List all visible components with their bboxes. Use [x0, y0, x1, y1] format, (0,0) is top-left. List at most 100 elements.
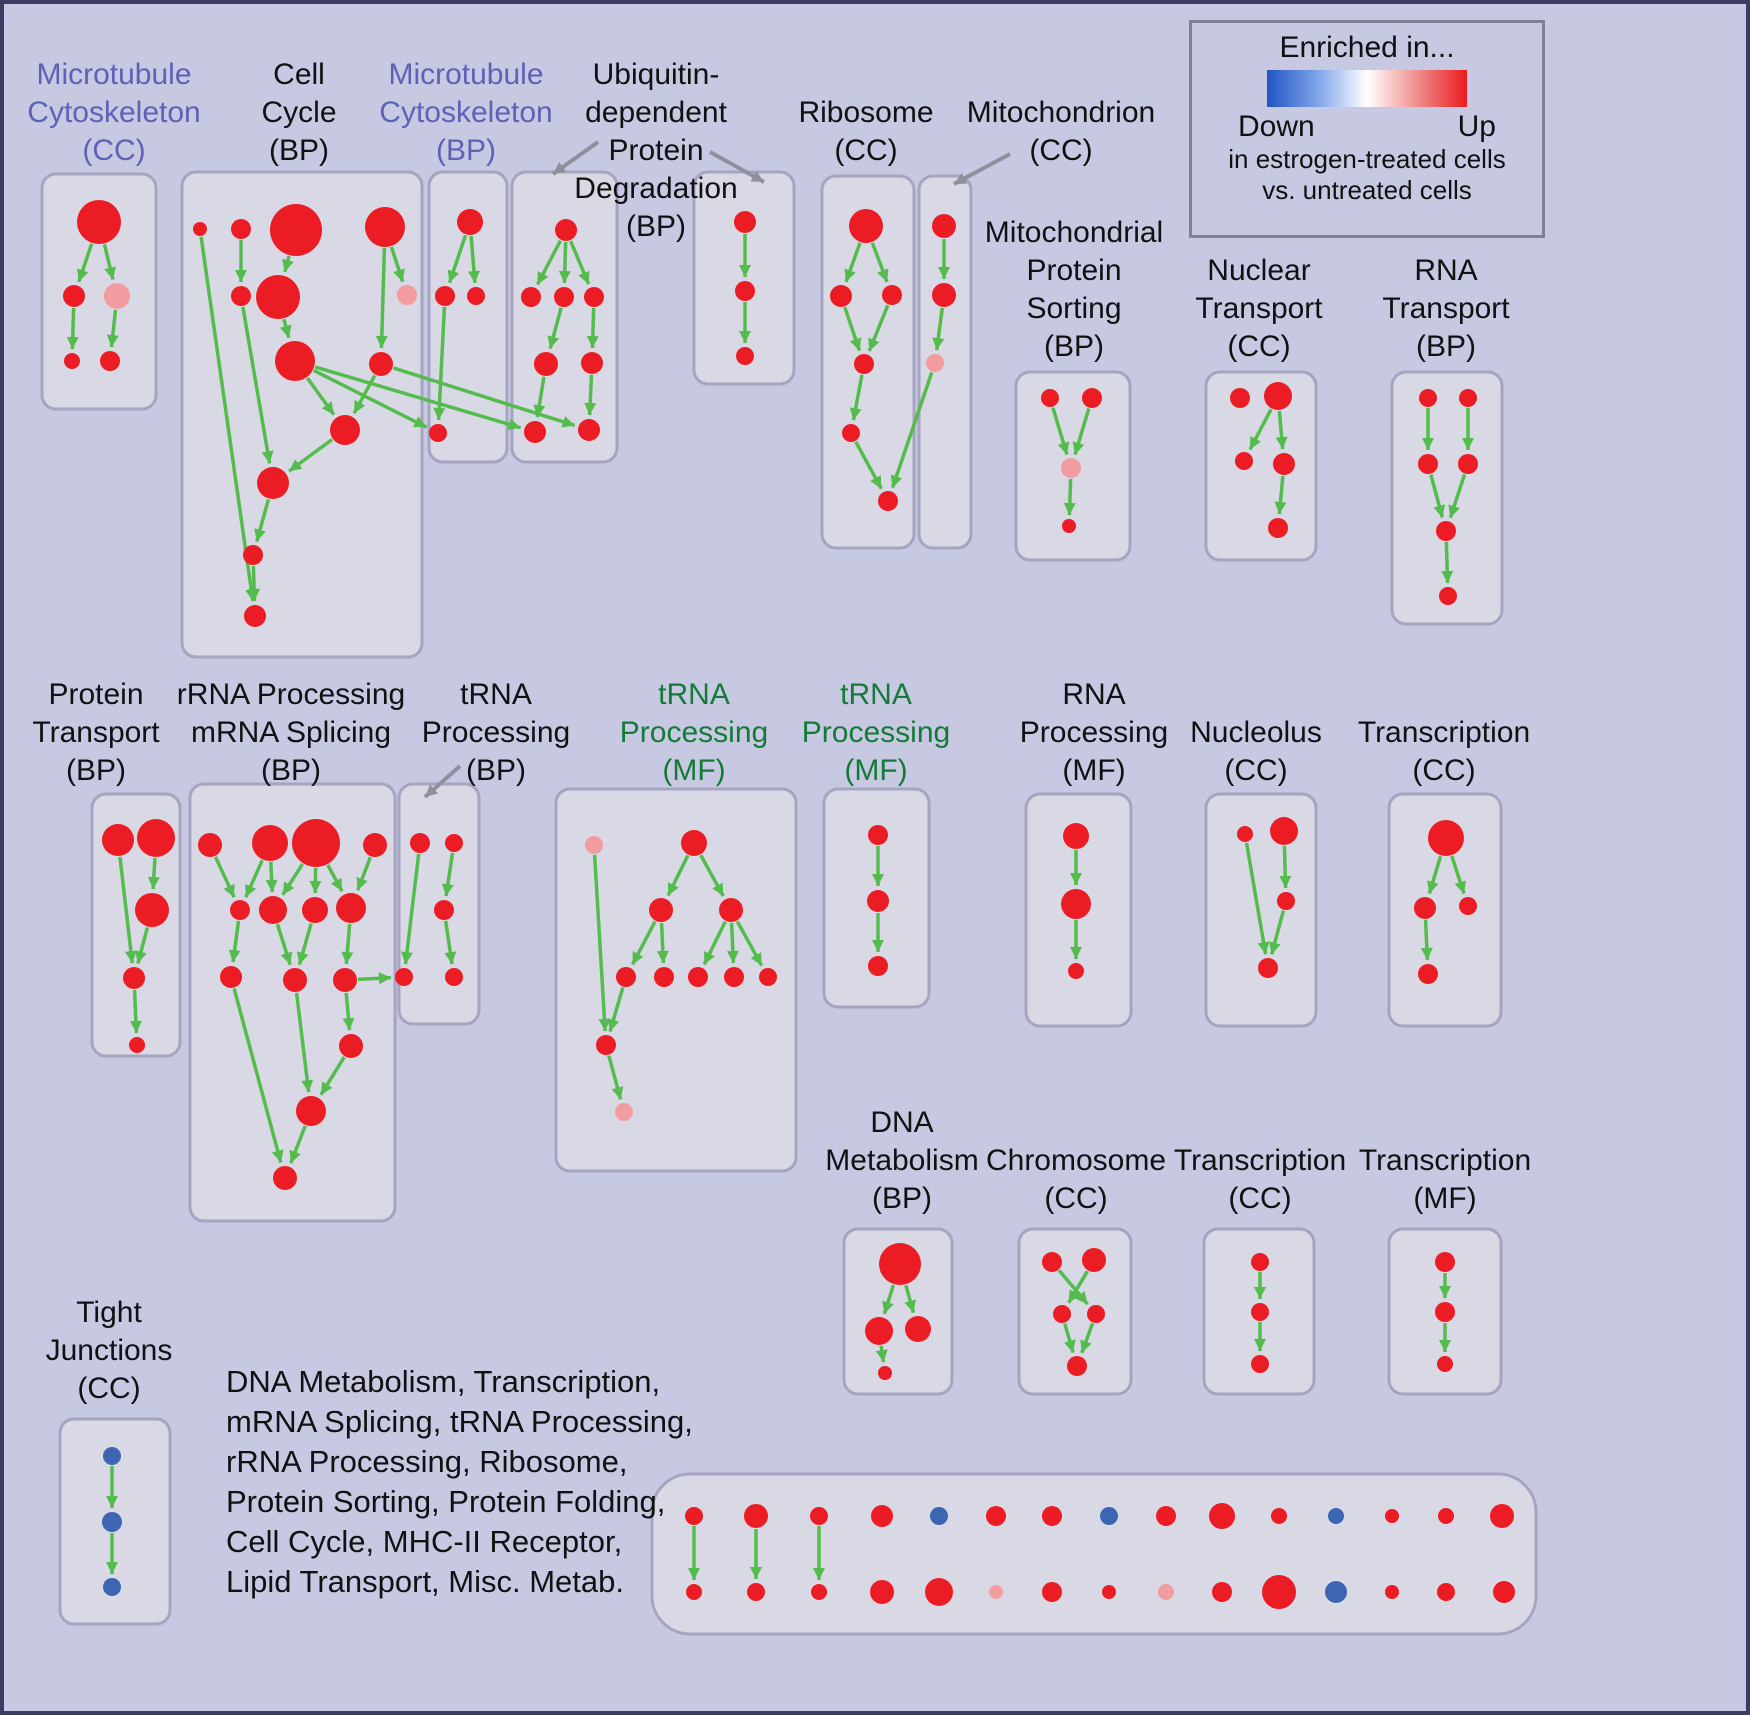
cell-cycle-bp-node-1 — [231, 219, 251, 239]
network-edge — [932, 307, 945, 351]
chromosome-cc-node-3 — [1087, 1305, 1105, 1323]
transcription-mf-node-2 — [1437, 1356, 1453, 1372]
ubiquitin-degradation-bp-2-node-1 — [735, 281, 755, 301]
tight-junctions-cc-node-0 — [103, 1447, 121, 1465]
ubiquitin-degradation-bp-2-node-2 — [736, 347, 754, 365]
network-edge — [870, 242, 889, 283]
rrna-processing-mrna-splicing-bp-node-5 — [259, 896, 287, 924]
mixed-terms-box — [650, 1472, 1538, 1636]
network-edge — [106, 309, 119, 348]
rrna-processing-mrna-splicing-bp-node-8 — [220, 966, 242, 988]
transcription-cc-2-node-0 — [1251, 1253, 1269, 1271]
trna-processing-mf-node-10 — [615, 1103, 633, 1121]
trna-processing-mf-node-5 — [654, 967, 674, 987]
network-edge — [228, 920, 241, 963]
microtubule-cytoskeleton-bp-box — [427, 170, 509, 464]
protein-transport-bp-node-4 — [129, 1037, 145, 1053]
network-edge — [319, 1056, 346, 1096]
ubiquitin-degradation-bp-box — [510, 170, 619, 464]
microtubule-cytoskeleton-cc-node-1 — [63, 285, 85, 307]
rna-processing-mf-node-0 — [1063, 823, 1089, 849]
network-edge — [1268, 910, 1286, 955]
network-edge — [558, 241, 571, 284]
rrna-processing-mrna-splicing-bp-node-13 — [273, 1166, 297, 1190]
network-edge — [586, 307, 599, 349]
cell-cycle-bp-node-0 — [193, 222, 207, 236]
ribosome-cc-node-4 — [842, 424, 860, 442]
nucleolus-cc-node-3 — [1258, 958, 1278, 978]
network-edge — [607, 1055, 624, 1100]
network-edge — [66, 307, 79, 350]
network-edge — [1051, 407, 1070, 456]
trna-processing-mf-node-2 — [649, 898, 673, 922]
mixed-terms-node-22 — [1102, 1585, 1116, 1599]
mixed-terms-node-26 — [1325, 1581, 1347, 1603]
nuclear-transport-cc-node-3 — [1273, 453, 1295, 475]
mixed-terms-node-27 — [1385, 1585, 1399, 1599]
protein-transport-bp-box — [90, 792, 182, 1058]
transcription-cc-node-3 — [1418, 964, 1438, 984]
network-edge — [1057, 1269, 1089, 1306]
legend-box: Enriched in... Down Up in estrogen-treat… — [1189, 20, 1545, 238]
network-edge — [289, 1125, 307, 1164]
mitochondrial-protein-sorting-bp-node-2 — [1061, 458, 1081, 478]
nucleolus-cc-box — [1204, 792, 1318, 1028]
network-edge — [281, 863, 304, 896]
trna-processing-bp-node-1 — [445, 834, 463, 852]
mixed-terms-node-18 — [870, 1580, 894, 1604]
network-edge — [305, 376, 336, 416]
cell-cycle-bp-node-6 — [397, 285, 417, 305]
network-edge — [882, 1284, 896, 1315]
trna-processing-mf-node-3 — [719, 898, 743, 922]
rna-transport-bp-node-1 — [1459, 389, 1477, 407]
microtubule-cytoskeleton-cc-node-4 — [100, 351, 120, 371]
microtubule-cytoskeleton-bp-node-1 — [435, 286, 455, 306]
transcription-cc-node-0 — [1428, 820, 1464, 856]
microtubule-cytoskeleton-cc-node-0 — [77, 200, 121, 244]
cell-cycle-bp-node-4 — [231, 286, 251, 306]
network-edge — [592, 854, 611, 1032]
mitochondrion-cc-node-1 — [932, 283, 956, 307]
trna-processing-mf-node-6 — [688, 967, 708, 987]
rna-transport-bp-node-5 — [1439, 587, 1457, 605]
mixed-terms-node-21 — [1042, 1582, 1062, 1602]
network-edge — [389, 246, 405, 283]
network-edge — [375, 247, 388, 349]
trna-processing-bp-node-4 — [445, 968, 463, 986]
mitochondrion-cc-node-2 — [926, 354, 944, 372]
legend-context-line-2: vs. untreated cells — [1262, 175, 1472, 205]
mixed-terms-node-16 — [747, 1583, 765, 1601]
network-edge — [467, 235, 480, 284]
network-edge — [1080, 1322, 1095, 1354]
transcription-cc-box — [1387, 792, 1503, 1028]
network-edge — [326, 864, 344, 893]
cell-cycle-bp-node-11 — [243, 545, 263, 565]
mitochondrion-pointer-arrow — [953, 152, 1011, 186]
rrna-processing-mrna-splicing-bp-node-0 — [198, 833, 222, 857]
microtubule-cytoskeleton-bp-node-2 — [467, 287, 485, 305]
legend-down-label: Down — [1238, 110, 1315, 143]
cell-cycle-bp-node-12 — [244, 605, 266, 627]
network-edge — [401, 853, 421, 965]
network-edge — [135, 926, 150, 964]
dna-metabolism-bp-node-1 — [865, 1317, 893, 1345]
ribosome-cc-node-2 — [882, 285, 902, 305]
network-edge — [854, 440, 883, 490]
network-edge — [248, 565, 261, 602]
mitochondrial-protein-sorting-bp-node-0 — [1041, 389, 1059, 407]
ribosome-cc-node-0 — [849, 209, 883, 243]
network-edge — [294, 992, 314, 1093]
mixed-terms-node-9 — [1209, 1503, 1235, 1529]
rrna-processing-mrna-splicing-bp-node-7 — [336, 893, 366, 923]
mixed-terms-node-8 — [1156, 1506, 1176, 1526]
rrna-processing-mrna-splicing-bp-node-10 — [333, 968, 357, 992]
network-edge — [844, 242, 862, 283]
network-edge — [702, 920, 727, 966]
mixed-terms-node-10 — [1271, 1508, 1287, 1524]
network-edge — [1450, 855, 1467, 895]
rna-processing-mf-node-2 — [1068, 963, 1084, 979]
network-edge — [314, 365, 522, 431]
rrna-processing-mrna-splicing-bp-node-9 — [283, 968, 307, 992]
network-edge — [129, 989, 142, 1034]
rrna-processing-mrna-splicing-bp-box — [188, 782, 397, 1223]
